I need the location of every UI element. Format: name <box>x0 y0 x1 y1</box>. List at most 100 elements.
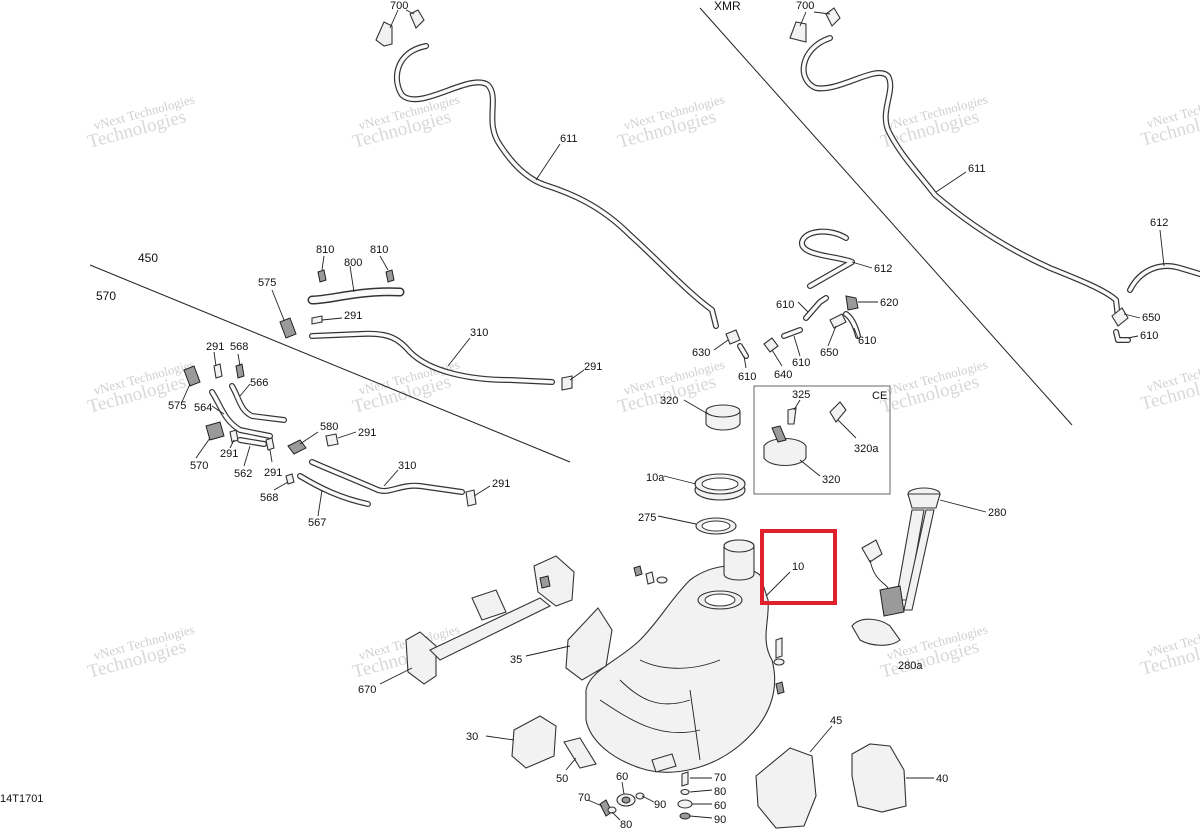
clip-568-b <box>285 473 295 485</box>
fitting-650-right <box>1111 307 1129 327</box>
cover-40 <box>851 743 907 813</box>
vent-clamp-700-right <box>789 7 841 43</box>
strainer-280a <box>851 618 901 646</box>
callout-30: 30 <box>466 731 478 743</box>
callout-640: 640 <box>774 369 792 381</box>
callout-40: 40 <box>936 773 948 785</box>
clamp-810-b <box>385 269 395 283</box>
seal-275 <box>695 517 737 535</box>
callout-291-f: 291 <box>358 427 376 439</box>
watermark: vNext Technologies Technologies <box>615 92 726 153</box>
connector-575-top <box>279 317 297 339</box>
ce-cap-320 <box>763 425 807 467</box>
vent-hose-611-left <box>393 43 719 329</box>
heat-shield-35 <box>565 607 613 681</box>
bolt-set-left <box>633 565 668 585</box>
callout-575-bot: 575 <box>168 400 186 412</box>
callout-291-d: 291 <box>220 448 238 460</box>
callout-320a: 320a <box>854 443 879 455</box>
watermark: vNext Technologies Technologies <box>1138 619 1200 680</box>
callout-650: 650 <box>820 347 838 359</box>
fitting-630 <box>725 329 741 345</box>
callout-610-a: 610 <box>776 299 794 311</box>
callout-568-a: 568 <box>230 341 248 353</box>
callout-700-right: 700 <box>796 0 814 12</box>
callout-612-mid: 612 <box>874 263 892 275</box>
fuel-tank-10 <box>585 539 776 773</box>
callout-570: 570 <box>190 460 208 472</box>
callout-567: 567 <box>308 517 326 529</box>
clamp-810-a <box>317 269 327 283</box>
callout-291-e: 291 <box>264 467 282 479</box>
fastener-stack-right <box>677 771 693 820</box>
callout-566: 566 <box>250 377 268 389</box>
callout-291-a: 291 <box>344 310 362 322</box>
watermark: vNext Technologies Technologies <box>85 92 196 153</box>
bracket-670 <box>405 555 575 685</box>
callout-620: 620 <box>880 297 898 309</box>
callout-80-b: 80 <box>714 786 726 798</box>
divider-xmr <box>699 7 1073 426</box>
callout-90-a: 90 <box>654 799 666 811</box>
callout-610-right: 610 <box>1140 330 1158 342</box>
washer-80-a <box>607 806 617 814</box>
ce-tether-320a <box>829 401 847 423</box>
ring-10a <box>694 473 746 501</box>
connector-575-bot <box>183 365 201 387</box>
grommet-60-a <box>616 793 636 807</box>
callout-280a: 280a <box>898 660 923 672</box>
watermark: vNext Technologies Technologies <box>85 622 196 683</box>
callout-800: 800 <box>344 257 362 269</box>
callout-70-a: 70 <box>578 792 590 804</box>
clip-291-e <box>265 437 275 451</box>
cover-45 <box>755 747 817 829</box>
callout-310-top: 310 <box>470 327 488 339</box>
fuel-cap-320 <box>705 404 741 431</box>
ce-pin-325 <box>787 407 797 425</box>
callout-291-b: 291 <box>584 361 602 373</box>
callout-45: 45 <box>830 715 842 727</box>
clip-291-c <box>213 363 223 379</box>
watermark: vNext Technologies Technologies <box>1138 354 1200 415</box>
callout-700-left: 700 <box>390 0 408 12</box>
section-label-xmr: XMR <box>714 0 741 13</box>
callout-80-a: 80 <box>620 819 632 829</box>
callout-650-right: 650 <box>1142 312 1160 324</box>
callout-670: 670 <box>358 684 376 696</box>
watermark: vNext Technologies Technologies <box>1138 90 1200 151</box>
callout-50: 50 <box>556 773 568 785</box>
clip-291-b <box>561 375 573 391</box>
callout-610-d: 610 <box>738 371 756 383</box>
clip-291-f <box>325 433 339 447</box>
section-label-570: 570 <box>96 289 116 303</box>
fitting-650 <box>829 313 847 329</box>
fitting-620 <box>845 295 859 311</box>
connector-570 <box>205 421 225 441</box>
callout-580: 580 <box>320 421 338 433</box>
callout-630: 630 <box>692 347 710 359</box>
callout-810-a: 810 <box>316 244 334 256</box>
callout-611-right: 611 <box>968 163 986 175</box>
ce-detail-box <box>753 385 891 495</box>
clip-291-g <box>465 489 477 507</box>
callout-325: 325 <box>792 389 810 401</box>
callout-10: 10 <box>792 561 804 573</box>
divider-450-570 <box>89 264 571 463</box>
section-label-ce: CE <box>872 390 887 402</box>
callout-310-bot: 310 <box>398 460 416 472</box>
callout-291-c: 291 <box>206 341 224 353</box>
callout-610-c: 610 <box>792 357 810 369</box>
callout-275: 275 <box>638 512 656 524</box>
callout-568-b: 568 <box>260 492 278 504</box>
callout-60-a: 60 <box>616 771 628 783</box>
callout-10a: 10a <box>646 472 665 484</box>
callout-320-cap: 320 <box>660 395 678 407</box>
callout-280: 280 <box>988 507 1006 519</box>
section-label-450: 450 <box>138 251 158 265</box>
fuel-pump-280 <box>861 487 941 617</box>
bolt-set-right <box>773 637 785 695</box>
vent-clamp-700-left <box>375 9 425 47</box>
callout-810-b: 810 <box>370 244 388 256</box>
callout-562: 562 <box>234 468 252 480</box>
